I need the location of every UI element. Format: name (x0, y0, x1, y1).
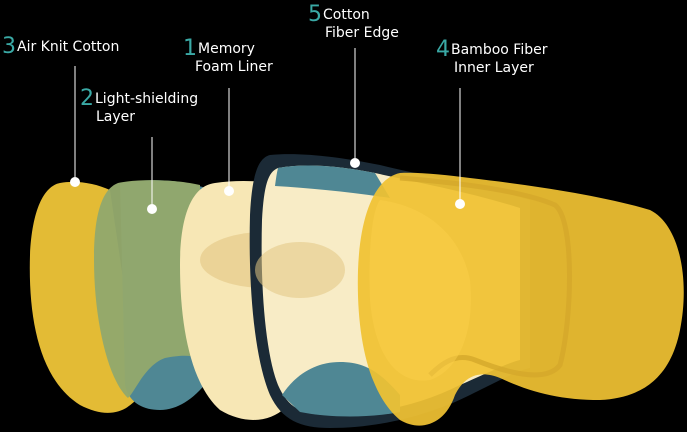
label-text: Cotton (323, 7, 370, 23)
bamboo-fiber-highlight (369, 200, 471, 381)
label-cotton-fiber-edge: 5Cotton Fiber Edge (308, 4, 399, 42)
label-bamboo-fiber-inner-layer: 4Bamboo Fiber Inner Layer (436, 39, 548, 77)
marker-dot-bamboo-fiber (455, 199, 465, 209)
marker-dot-cotton-fiber-edge (350, 158, 360, 168)
label-text: Light-shielding (95, 91, 199, 107)
label-text-line2: Fiber Edge (325, 25, 399, 41)
light-shielding-layer (94, 180, 200, 398)
label-number: 3 (2, 34, 16, 59)
label-text: Bamboo Fiber (451, 42, 548, 58)
marker-dot-air-knit-cotton (70, 177, 80, 187)
marker-dot-light-shielding (147, 204, 157, 214)
label-memory-foam-liner: 1Memory Foam Liner (183, 38, 273, 76)
bamboo-fiber-seam (399, 175, 572, 378)
label-text-line2: Inner Layer (454, 60, 534, 76)
label-number: 2 (80, 86, 94, 111)
label-text: Memory (198, 41, 255, 57)
label-air-knit-cotton: 3Air Knit Cotton (2, 36, 120, 58)
label-number: 5 (308, 2, 322, 27)
label-text: Air Knit Cotton (17, 39, 120, 55)
label-text-line2: Layer (96, 109, 136, 125)
label-number: 4 (436, 37, 450, 62)
label-light-shielding-layer: 2Light-shielding Layer (80, 88, 199, 126)
teal-top-band (275, 165, 390, 198)
teal-bottom-band (282, 362, 400, 417)
label-number: 1 (183, 36, 197, 61)
label-text-line2: Foam Liner (195, 59, 273, 75)
marker-dot-memory-foam (224, 186, 234, 196)
inner-foam-shadow (255, 242, 345, 298)
